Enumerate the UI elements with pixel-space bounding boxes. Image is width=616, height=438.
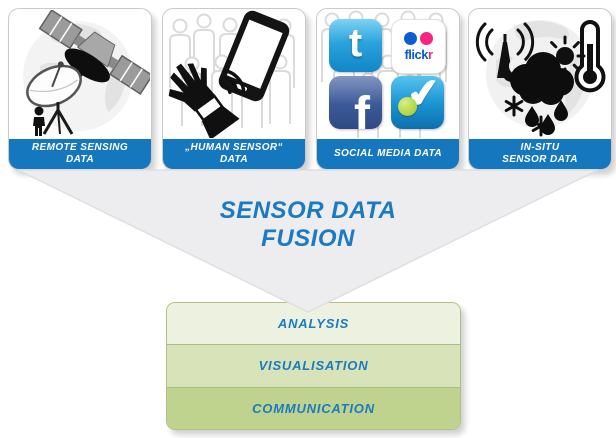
fusion-title-line: SENSOR DATA [219, 197, 397, 224]
label-line: DATA [220, 154, 248, 165]
source-card-in-situ: IN-SITU SENSOR DATA [468, 8, 612, 170]
wireless-waves-icon [219, 68, 246, 95]
twitter-icon: t [329, 19, 382, 72]
social-media-art: t flickr f ✔ [318, 10, 458, 138]
dish-antenna-icon [26, 61, 82, 136]
flickr-pink-dot [420, 32, 433, 45]
in-situ-art [470, 10, 610, 138]
remote-sensing-art [10, 10, 150, 138]
source-card-human-sensor: „HUMAN SENSOR“ DATA [162, 8, 306, 170]
in-situ-illustration [475, 20, 606, 137]
pipeline-row-visualisation: VISUALISATION [167, 344, 460, 387]
remote-sensing-illustration [23, 10, 150, 136]
flickr-blue-dot [404, 32, 417, 45]
pipeline-row-analysis: ANALYSIS [167, 303, 460, 345]
flickr-icon: flickr [391, 19, 446, 74]
thermometer-icon [574, 20, 606, 93]
human-sensor-illustration [168, 10, 295, 138]
human-sensor-art [164, 10, 304, 138]
label-line: „HUMAN SENSOR“ [185, 142, 283, 153]
satellite-icon [38, 10, 150, 95]
source-label-human-sensor: „HUMAN SENSOR“ DATA [163, 139, 305, 169]
pipeline-stack: ANALYSIS VISUALISATION COMMUNICATION [166, 302, 461, 430]
facebook-icon: f [329, 76, 382, 129]
source-label-in-situ: IN-SITU SENSOR DATA [469, 139, 611, 169]
flickr-dots [404, 32, 433, 45]
label-line: SOCIAL MEDIA DATA [333, 148, 443, 159]
tripod-surveyor-icon [33, 102, 74, 136]
label-line: SENSOR DATA [502, 154, 578, 165]
facebook-glyph: f [354, 88, 370, 130]
fusion-title-line: FUSION [261, 225, 355, 252]
pipeline-row-communication: COMMUNICATION [167, 386, 460, 429]
flickr-wordmark: flickr [404, 47, 433, 62]
source-label-social-media: SOCIAL MEDIA DATA [317, 139, 459, 169]
label-line: REMOTE SENSING [31, 142, 129, 153]
source-card-social-media: t flickr f ✔ SOCIAL MEDIA DATA [316, 8, 460, 170]
hand-wearable-icon [168, 63, 240, 138]
label-line: IN-SITU [520, 142, 560, 153]
twitter-glyph: t [348, 21, 363, 65]
source-card-remote-sensing: REMOTE SENSING DATA [8, 8, 152, 170]
fusion-title: SENSOR DATA FUSION [0, 197, 616, 253]
foursquare-ball [398, 97, 417, 116]
source-label-remote-sensing: REMOTE SENSING DATA [9, 139, 151, 169]
cloud-icon [510, 52, 574, 105]
foursquare-icon: ✔ [391, 76, 444, 129]
label-line: DATA [66, 154, 94, 165]
